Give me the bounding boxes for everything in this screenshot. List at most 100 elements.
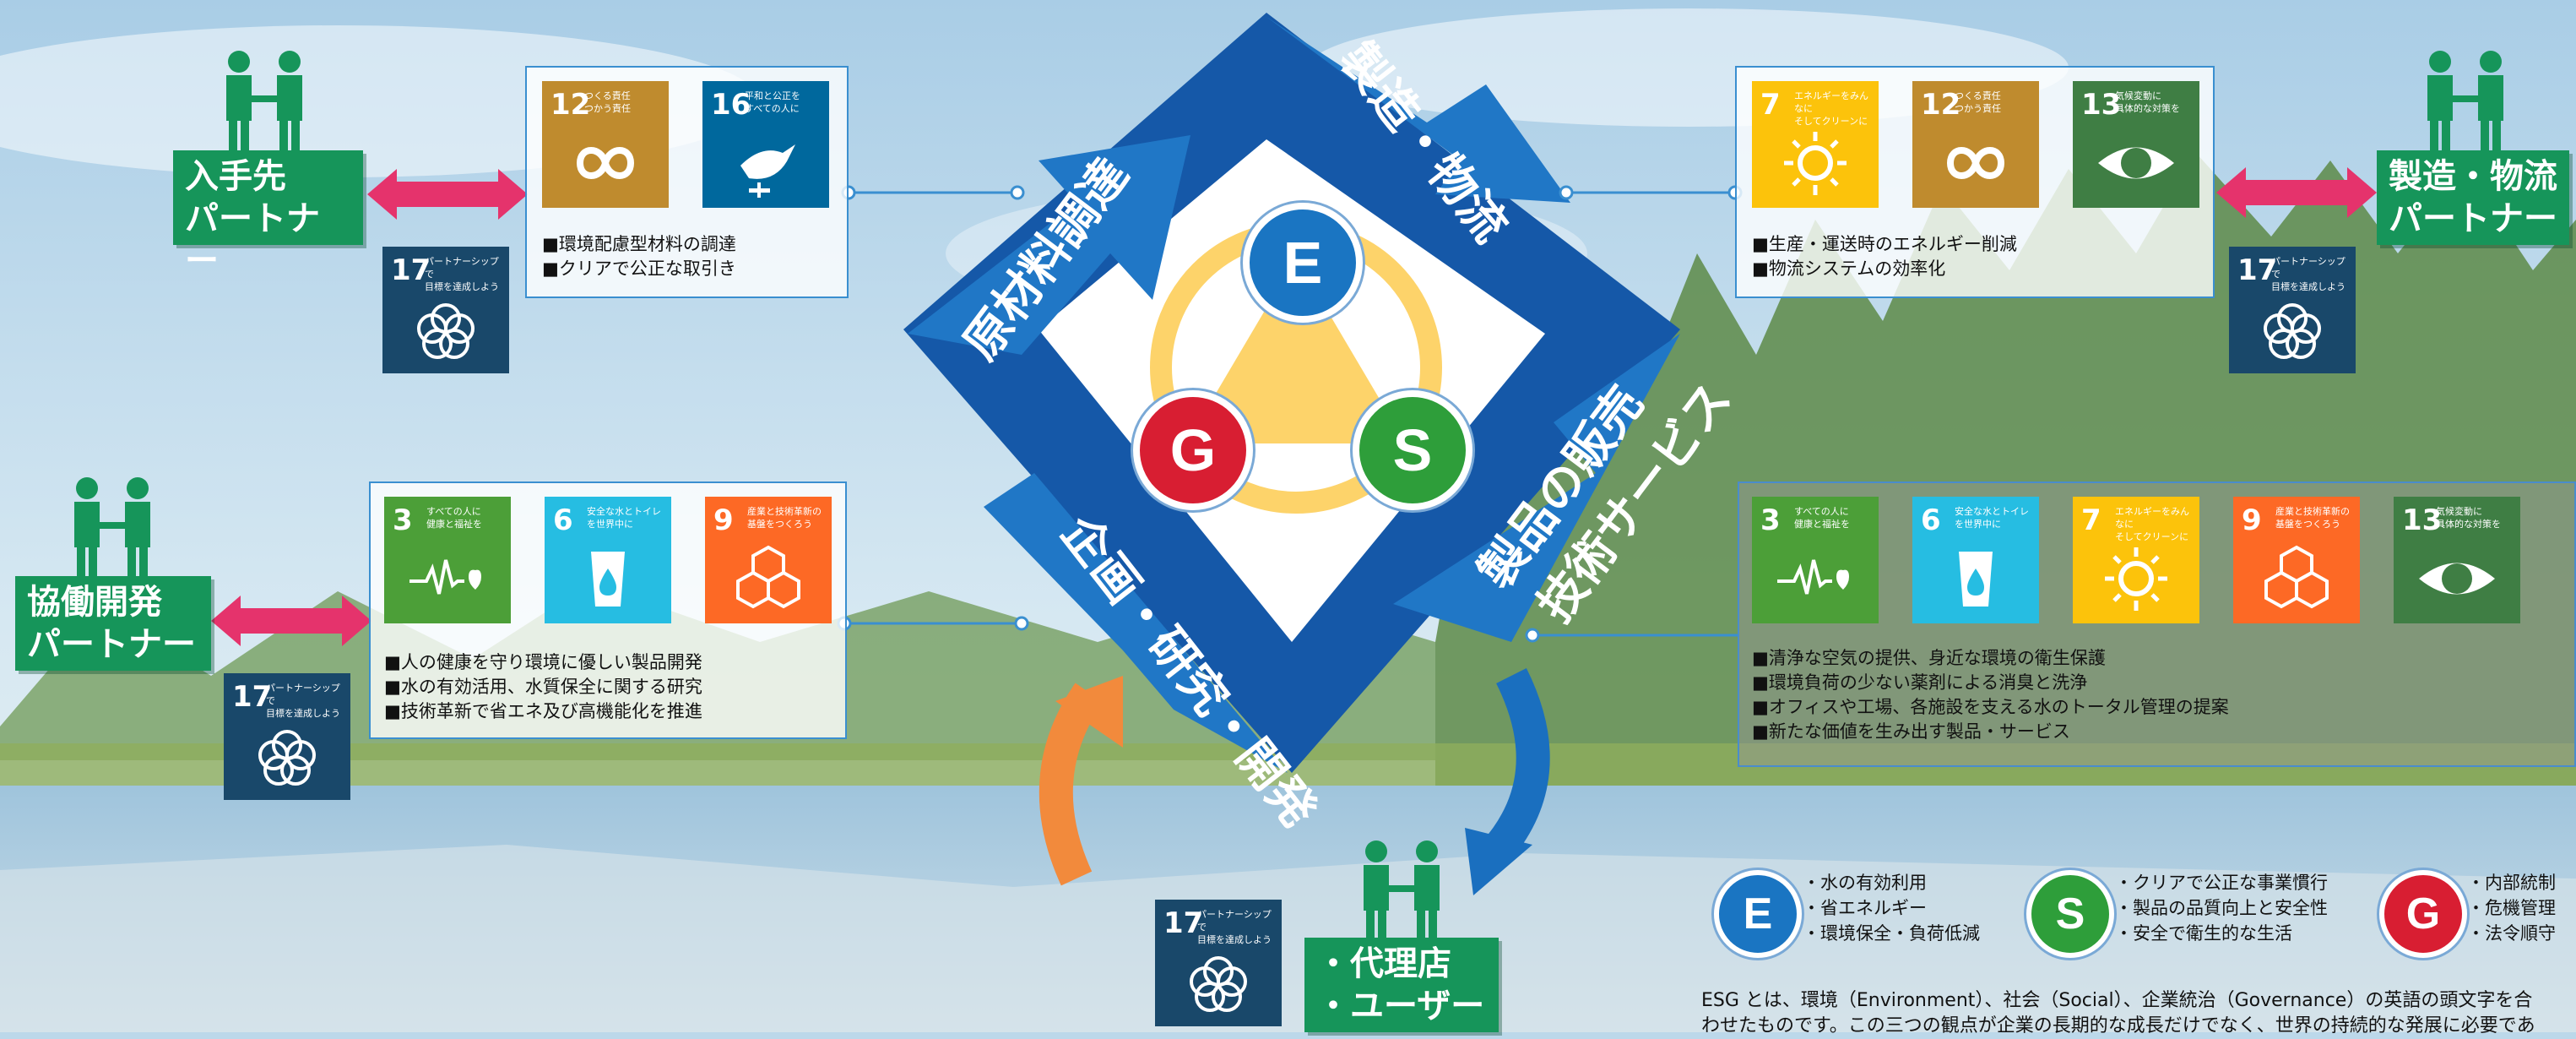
list-item: ・法令順守 (2467, 923, 2556, 944)
sdg-title: 平和と公正を すべての人に (745, 90, 800, 114)
list-item: ■オフィスや工場、各施設を支える水のトータル管理の提案 (1752, 697, 2229, 717)
legend-g-list: ・内部統制 ・危機管理 ・法令順守 (2467, 870, 2556, 946)
list-item: ・製品の品質向上と安全性 (2115, 898, 2328, 918)
esg-g-circle: G (1133, 390, 1253, 510)
sdg-title: 気候変動に 具体的な対策を (2436, 506, 2501, 530)
legend-g-circle: G (2379, 870, 2467, 958)
sdg-number: 16 (711, 88, 751, 122)
partner-line-1: 入手先 (185, 157, 286, 196)
orange-arrowhead (1055, 676, 1123, 748)
list-item: ■クリアで公正な取引き (542, 258, 736, 279)
esg-footnote: ESG とは、環境（Environment）、社会（Social）、企業統治（G… (1701, 988, 2571, 1039)
connector-dot (1559, 185, 1574, 200)
eye-earth-icon (2098, 147, 2174, 179)
partner-line-1: 製造・物流 (2389, 157, 2557, 196)
sdg-number: 12 (550, 88, 591, 122)
legend-e-list: ・水の有効利用 ・省エネルギー ・環境保全・負荷低減 (1803, 870, 1980, 946)
list-item: ■清浄な空気の提供、身近な環境の衛生保護 (1752, 648, 2106, 668)
sdg-9-tile: 9 産業と技術革新の 基盤をつくろう (705, 497, 832, 623)
list-item: ■技術革新で省エネ及び高機能化を推進 (384, 701, 702, 721)
list-item: ■水の有効活用、水質保全に関する研究 (384, 677, 702, 697)
footnote-line: わせたものです。この三つの観点が企業の長期的な成長だけでなく、世界の持続的な発展… (1701, 1015, 2535, 1036)
infinity-icon (576, 147, 635, 179)
arrow-development (984, 473, 1288, 773)
legend-s-circle: S (2026, 870, 2114, 958)
procurement-list: ■環境配慮型材料の調達 ■クリアで公正な取引き (542, 232, 736, 281)
water-drop-icon (591, 552, 625, 607)
list-item: ・安全で衛生的な生活 (2115, 923, 2292, 944)
esg-s-circle: S (1353, 390, 1472, 510)
blue-curved-arrow (1481, 668, 1550, 865)
footnote-line: ESG とは、環境（Environment）、社会（Social）、企業統治（G… (1701, 990, 2533, 1011)
sdg-title: 産業と技術革新の 基盤をつくろう (2275, 506, 2350, 530)
sdg-number: 12 (1921, 88, 1961, 122)
list-item: ・クリアで公正な事業慣行 (2115, 873, 2328, 893)
partner-line-2: パートナー (27, 625, 196, 664)
manufacturing-list: ■生産・運送時のエネルギー削減 ■物流システムの効率化 (1752, 232, 2017, 281)
cubes-icon (2264, 545, 2329, 609)
sdg-title: パートナーシップで 目標を達成しよう (1197, 909, 1272, 945)
sdg-title: パートナーシップで 目標を達成しよう (266, 683, 340, 719)
partner-line-2: ・ユーザー (1316, 987, 1485, 1025)
partner-line-1: ・代理店 (1316, 944, 1451, 983)
arrow-procurement (908, 135, 1190, 355)
sdg-6-tile: 6 安全な水とトイレ を世界中に (1912, 497, 2039, 623)
list-item: ■人の健康を守り環境に優しい製品開発 (384, 652, 702, 672)
list-item: ・内部統制 (2467, 873, 2556, 893)
manufacturing-partner-label: 製造・物流 パートナー (2377, 150, 2569, 245)
double-arrow-codevelopment (211, 596, 371, 646)
partners-people-icon (226, 51, 302, 155)
sales-list: ■清浄な空気の提供、身近な環境の衛生保護 ■環境負荷の少ない薬剤による消臭と洗浄… (1752, 646, 2229, 744)
partnership-flower-icon (1190, 956, 1247, 1012)
list-item: ・環境保全・負荷低減 (1803, 923, 1980, 944)
sdg-number: 7 (1760, 88, 1781, 122)
eye-earth-icon (2419, 563, 2495, 595)
partnership-flower-icon (258, 730, 316, 786)
list-item: ■環境負荷の少ない薬剤による消臭と洗浄 (1752, 672, 2088, 693)
sdg-number: 9 (713, 503, 734, 537)
sdg-number: 17 (1163, 906, 1204, 940)
sdg-number: 17 (2237, 253, 2278, 287)
blue-arrowhead (1465, 828, 1532, 895)
sdg-title: つくる責任 つかう責任 (1955, 90, 2001, 114)
list-item: ・水の有効利用 (1803, 873, 1927, 893)
sdg-title: エネルギーをみんなに そしてクリーンに (1794, 90, 1868, 127)
sdg-number: 13 (2402, 503, 2443, 537)
list-item: ■物流システムの効率化 (1752, 258, 1946, 279)
partners-people-icon (1364, 840, 1440, 944)
sdg-number: 6 (553, 503, 573, 537)
sdg-number: 17 (232, 680, 273, 714)
sdg-number: 6 (1921, 503, 1941, 537)
esg-triangle (1186, 258, 1406, 443)
sdg-title: エネルギーをみんなに そしてクリーンに (2115, 506, 2189, 542)
codevelopment-partner-label: 協働開発 パートナー (15, 576, 211, 671)
connector-dot (1010, 185, 1025, 200)
sdg-title: つくる責任 つかう責任 (584, 90, 631, 114)
partner-line-1: 協働開発 (27, 583, 162, 622)
list-item: ■新たな価値を生み出す製品・サービス (1752, 721, 2070, 742)
cubes-icon (736, 545, 800, 609)
double-arrow-manufacturing (2216, 167, 2377, 218)
sdg-number: 3 (393, 503, 413, 537)
sdg-title: 安全な水とトイレ を世界中に (1955, 506, 2029, 530)
infinity-icon (1946, 147, 2005, 179)
dove-icon (740, 144, 795, 198)
sdg-title: 産業と技術革新の 基盤をつくろう (747, 506, 822, 530)
sun-power-icon (2105, 547, 2167, 611)
partnership-flower-icon (417, 303, 475, 359)
double-arrow-supply (367, 169, 528, 220)
sdg-title: パートナーシップで 目標を達成しよう (425, 256, 499, 292)
users-partner-label: ・代理店 ・ユーザー (1304, 938, 1499, 1032)
connector-dot (1525, 628, 1540, 643)
heartbeat-icon (1777, 559, 1849, 595)
sdg-title: パートナーシップで 目標を達成しよう (2271, 256, 2346, 292)
